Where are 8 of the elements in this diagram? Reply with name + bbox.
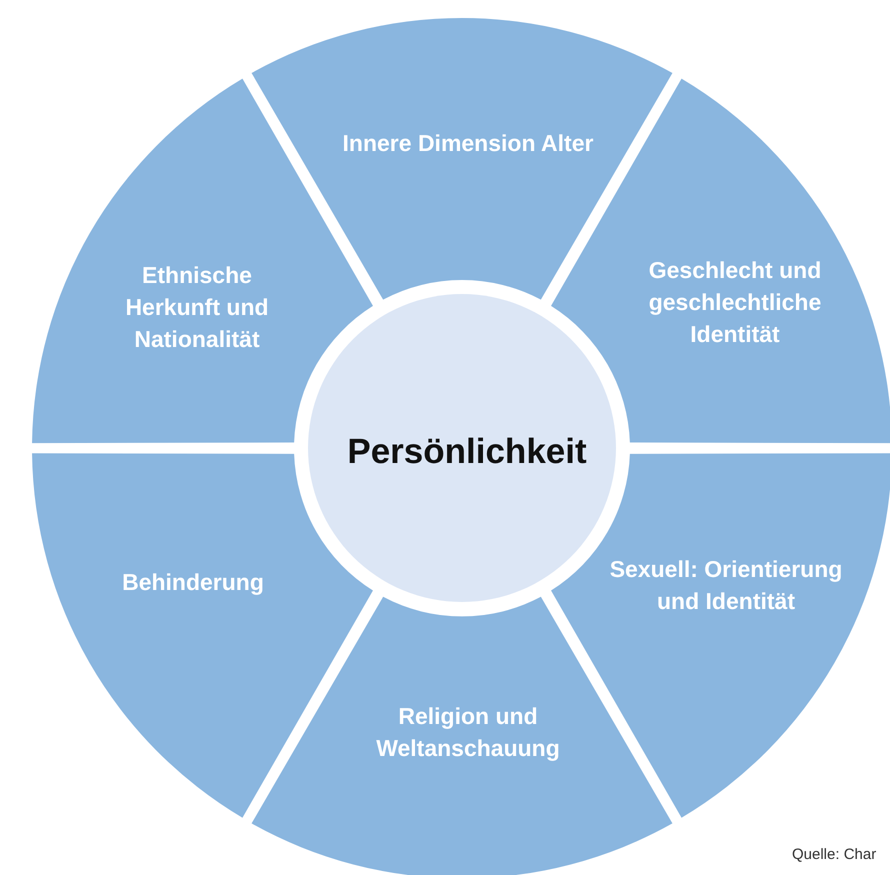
- segment-label: Innere Dimension Alter: [342, 129, 594, 158]
- center-label: Persönlichkeit: [347, 432, 587, 472]
- source-note: Quelle: Char: [792, 846, 876, 863]
- segment-label: Ethnische Herkunft und Nationalität: [124, 260, 270, 354]
- segment-label: Religion und Weltanschauung: [375, 702, 561, 763]
- segment-label: Geschlecht und geschlechtliche Identität: [648, 256, 822, 349]
- segment-label: Behinderung: [121, 568, 265, 597]
- segment-label: Sexuell: Orientierung und Identität: [608, 555, 844, 616]
